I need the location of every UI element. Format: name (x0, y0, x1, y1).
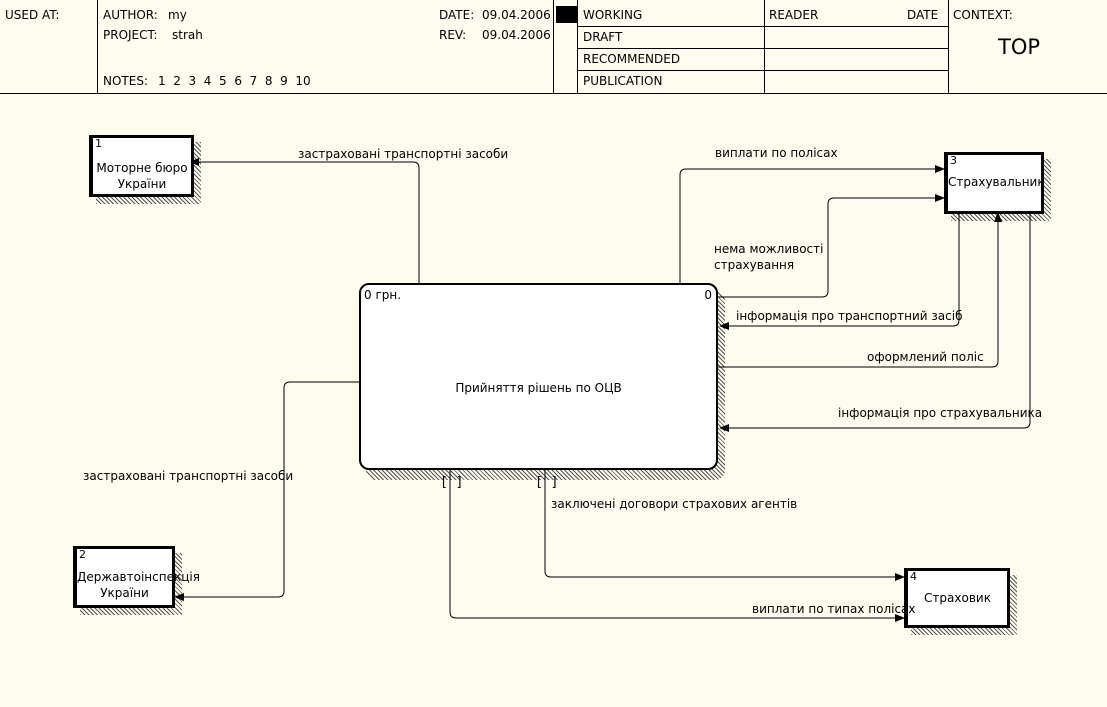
flow-label: виплати по полісах (715, 146, 838, 160)
entity-name: України (117, 177, 167, 191)
reader-date-label: DATE (907, 8, 939, 22)
diagram-header: USED AT: AUTHOR: my PROJECT: strah NOTES… (0, 0, 1107, 94)
entity-number: 2 (79, 548, 86, 561)
entity-name: Страховик (924, 591, 991, 605)
tunnel-bracket: [ ] (440, 475, 464, 490)
flow-line (679, 165, 945, 283)
flow-line (544, 470, 905, 581)
flow-label: застраховані транспортні засоби (83, 469, 294, 483)
header-row-line (577, 48, 948, 49)
project-label: PROJECT: (103, 28, 158, 42)
external-entity-state-inspection[interactable]: 2 Державтоінспекція України (73, 546, 200, 608)
entity-number: 4 (910, 570, 917, 583)
entity-name: Моторне бюро (96, 161, 188, 175)
status-working: WORKING (583, 8, 643, 22)
header-divider (577, 0, 578, 93)
header-row-line (577, 70, 948, 71)
process-number: 0 (704, 288, 712, 302)
notes-label: NOTES: (103, 74, 148, 88)
flow-label: нема можливості (714, 242, 824, 256)
header-divider (948, 0, 949, 93)
status-publication: PUBLICATION (583, 74, 663, 88)
header-divider (764, 0, 765, 93)
external-entity-insurer[interactable]: 4 Страховик (904, 568, 1010, 628)
header-divider (97, 0, 98, 93)
context-label: CONTEXT: (953, 8, 1013, 22)
notes-value: 1 2 3 4 5 6 7 8 9 10 (158, 74, 311, 88)
flow-label: заключені договори страхових агентів (551, 497, 798, 511)
entity-number: 1 (95, 137, 102, 150)
entity-name: Державтоінспекція (77, 570, 200, 584)
date-value: 09.04.2006 (482, 8, 551, 22)
entity-name: України (100, 586, 149, 600)
flow-line (449, 470, 905, 622)
flow-line (719, 213, 1031, 432)
flow-label: виплати по типах полісах (752, 602, 916, 616)
flow-line (718, 194, 945, 298)
flow-label: оформлений поліс (867, 350, 984, 364)
process-box[interactable]: 0 грн. 0 Прийняття рішень по ОЦВ (359, 283, 718, 470)
working-status-marker (556, 6, 577, 23)
author-value: my (168, 8, 187, 22)
flow-line (189, 158, 420, 283)
date-label: DATE: (439, 8, 475, 22)
flow-line (719, 213, 960, 330)
header-divider (553, 0, 554, 93)
rev-label: REV: (439, 28, 467, 42)
external-entity-motor-bureau[interactable]: 1 Моторне бюро України (89, 135, 194, 197)
process-cost: 0 грн. (364, 288, 402, 302)
flow-label: інформація про страхувальника (838, 406, 1043, 420)
header-row-line (577, 26, 948, 27)
context-value: TOP (998, 35, 1041, 59)
rev-value: 09.04.2006 (482, 28, 551, 42)
tunnel-bracket: [ ] (535, 475, 559, 490)
flow-label: страхування (714, 258, 795, 272)
status-draft: DRAFT (583, 30, 623, 44)
status-recommended: RECOMMENDED (583, 52, 681, 66)
flow-label: інформація про транспортний засіб (736, 309, 963, 323)
entity-name: Страхувальник (948, 175, 1045, 189)
process-name: Прийняття рішень по ОЦВ (455, 381, 622, 395)
used-at-label: USED AT: (5, 8, 60, 22)
flow-label: застраховані транспортні засоби (298, 147, 509, 161)
flow-line (174, 381, 359, 601)
flow-line (718, 212, 1002, 368)
entity-number: 3 (950, 154, 957, 167)
author-label: AUTHOR: (103, 8, 158, 22)
reader-label: READER (769, 8, 819, 22)
project-value: strah (172, 28, 203, 42)
external-entity-policyholder[interactable]: 3 Страхувальник (944, 152, 1045, 214)
